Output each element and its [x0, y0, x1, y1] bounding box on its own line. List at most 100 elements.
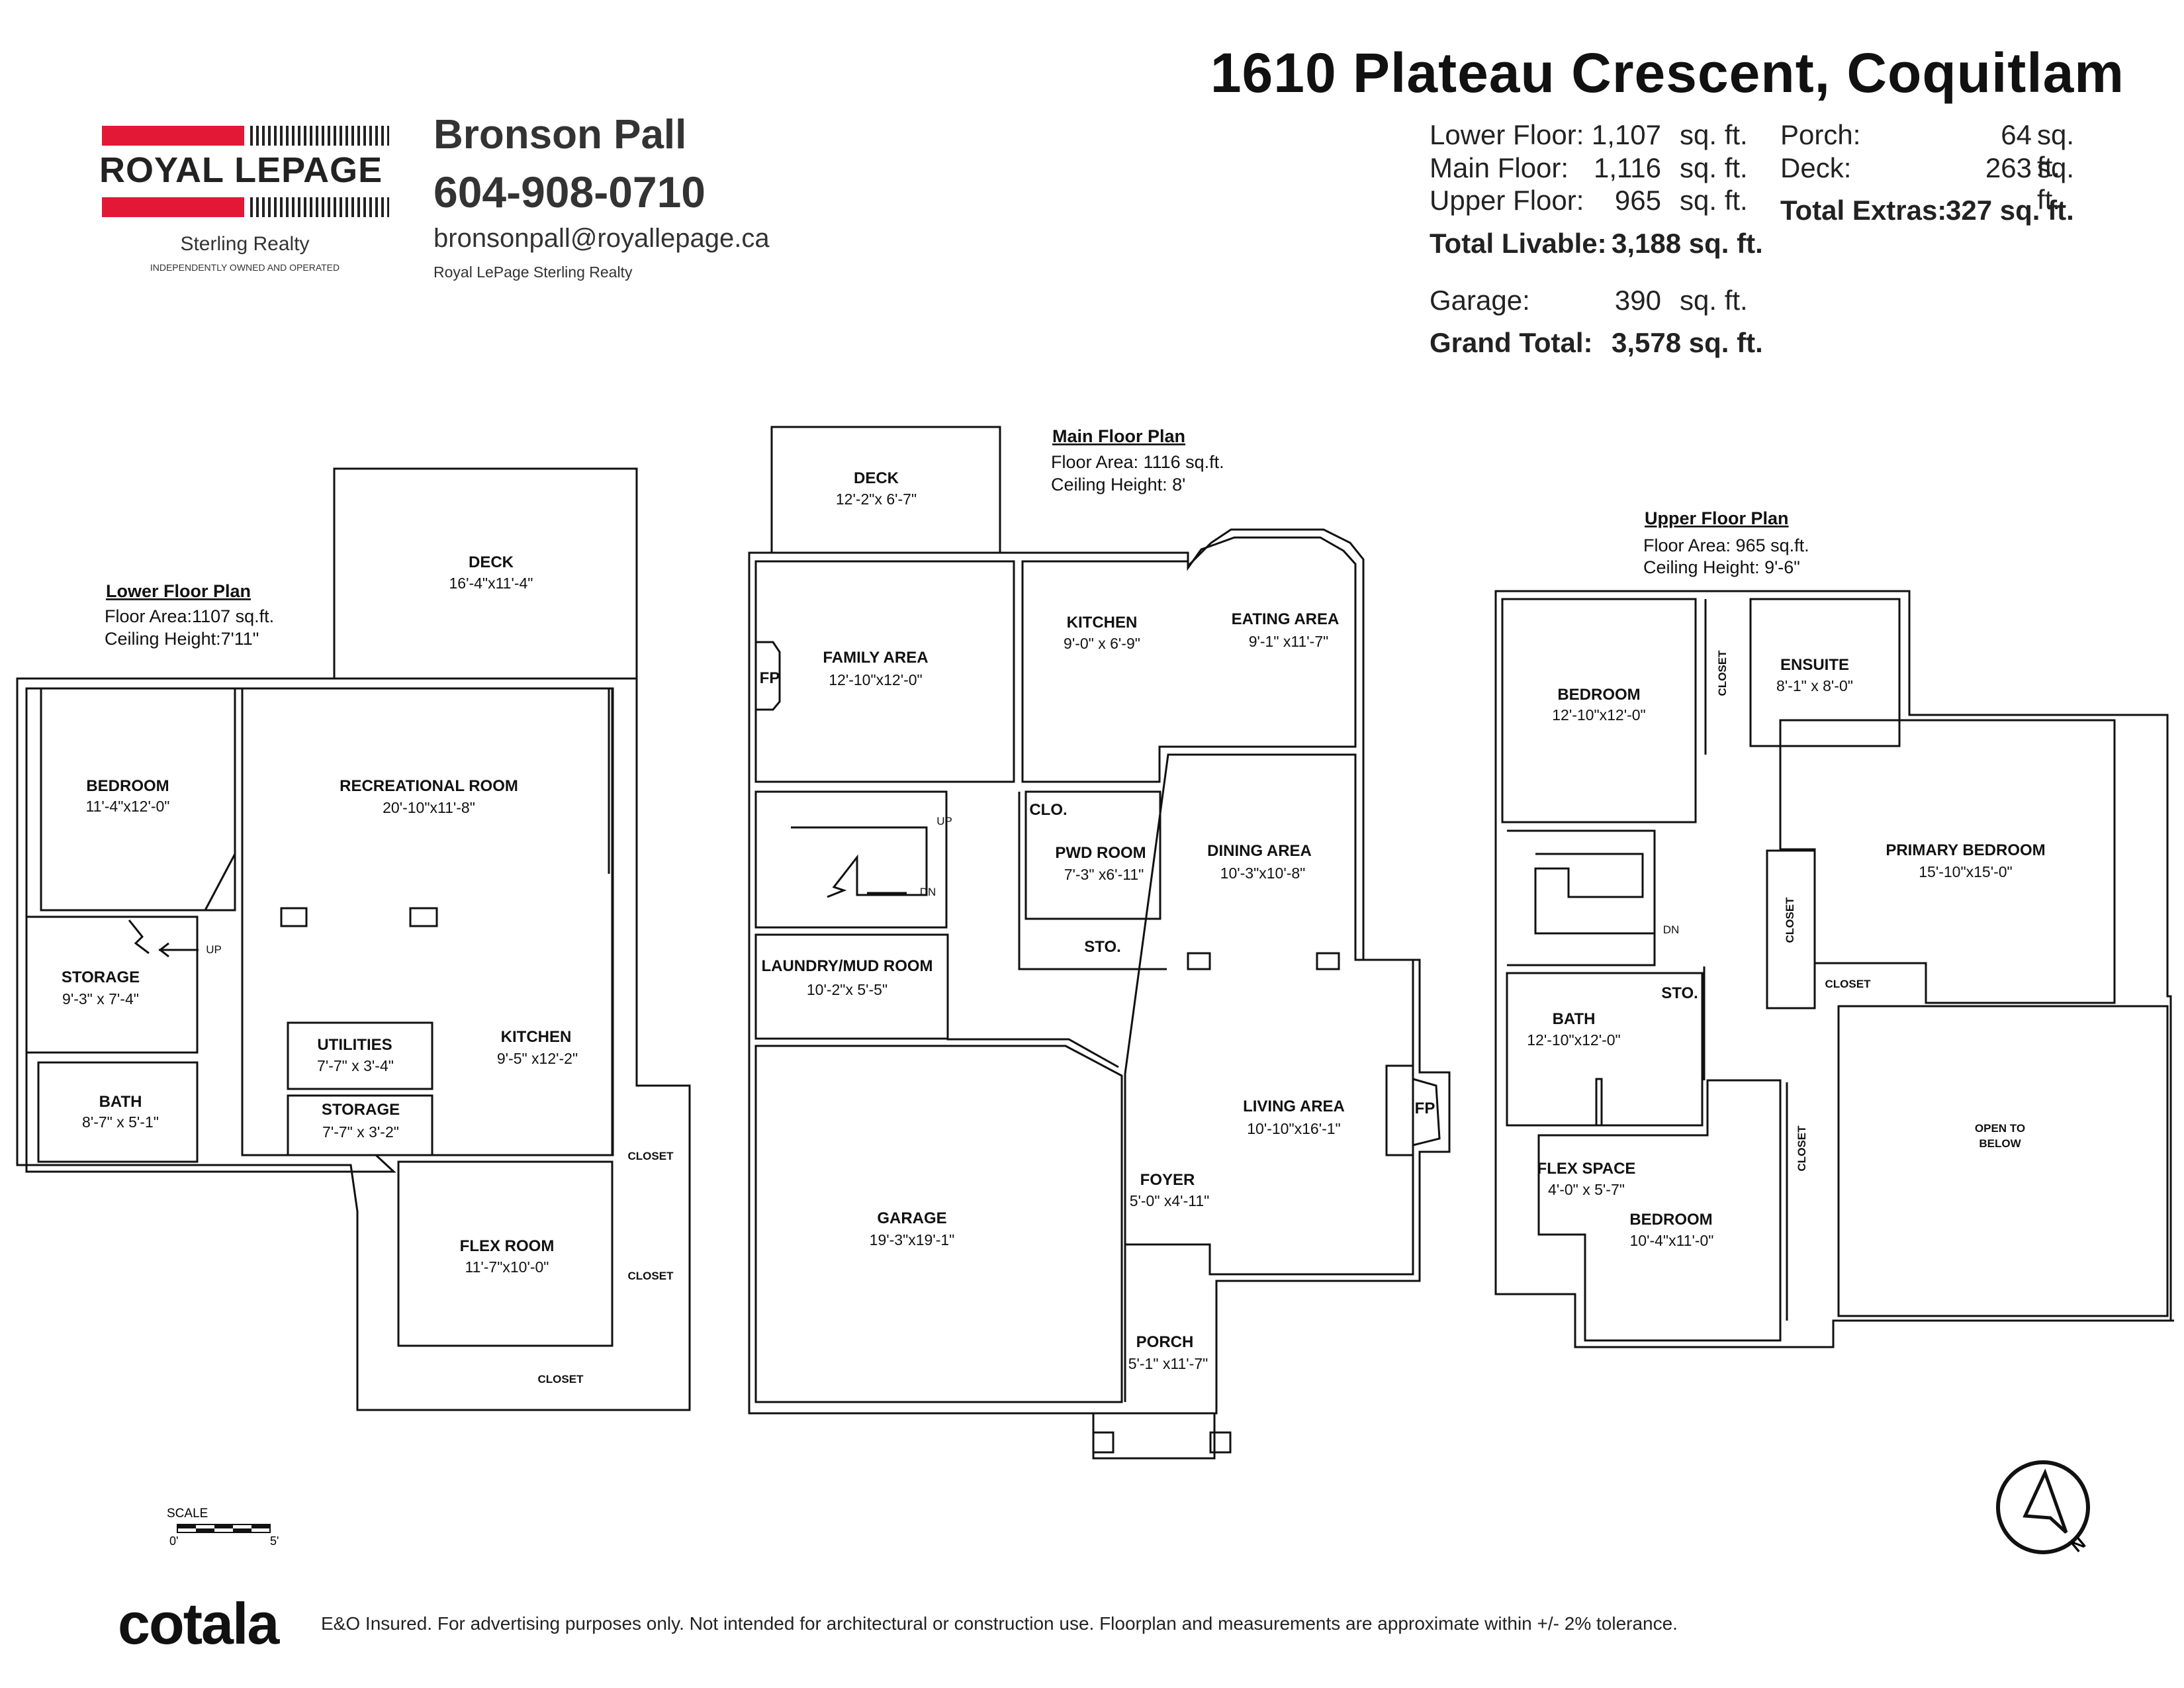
porch-label: Porch:	[1780, 119, 1861, 150]
lower-exterior-wall	[16, 677, 691, 1411]
main-family-name: FAMILY AREA	[823, 649, 928, 667]
main-floor-value: 1,116	[1594, 152, 1661, 183]
lower-kitchen-name: KITCHEN	[501, 1028, 572, 1046]
main-floor-plan	[748, 426, 1451, 1460]
agent-brokerage: Royal LePage Sterling Realty	[433, 263, 633, 281]
lower-storage2-room	[287, 1094, 433, 1156]
main-dining-dim: 10'-3"x10'-8"	[1220, 865, 1306, 882]
upper-floor-plan	[1494, 590, 2174, 1348]
main-laundry-name: LAUNDRY/MUD ROOM	[761, 957, 933, 975]
upper-floor-value: 965	[1614, 185, 1661, 216]
lower-bath-room	[37, 1061, 199, 1163]
main-up-label: UP	[936, 815, 952, 827]
main-floor-unit: sq. ft.	[1680, 152, 1748, 183]
main-deck-dim: 12'-2"x 6'-7"	[836, 491, 917, 508]
upper-sto-label: STO.	[1661, 984, 1698, 1002]
upper-floor-label: Upper Floor:	[1430, 185, 1584, 216]
lower-bath-dim: 8'-7" x 5'-1"	[82, 1113, 159, 1131]
main-sto-wall	[1018, 792, 1167, 970]
main-deck-outline	[770, 426, 1001, 554]
logo-wordmark: ROYAL LEPAGE	[99, 150, 383, 190]
lower-closet-2: CLOSET	[628, 1270, 674, 1282]
main-living-name: LIVING AREA	[1243, 1098, 1345, 1115]
main-fireplace-2	[1385, 1064, 1414, 1156]
main-dn-label: DN	[920, 886, 936, 898]
upper-stair-inner	[1534, 853, 1655, 935]
logo-office: Sterling Realty	[180, 233, 310, 255]
deck-label: Deck:	[1780, 152, 1852, 183]
scale-start: 0'	[169, 1534, 178, 1548]
main-garage	[754, 1045, 1123, 1403]
main-stair-block	[754, 790, 948, 929]
lower-stair-arrow-head	[158, 942, 169, 958]
lower-storage-dim: 9'-3" x 7'-4"	[62, 990, 139, 1008]
main-plan-title: Main Floor Plan	[1052, 426, 1185, 446]
logo-stripes-bottom	[250, 197, 389, 217]
upper-closet-v1: CLOSET	[1716, 650, 1729, 696]
lower-bedroom-room	[40, 687, 236, 912]
lower-rec-room	[241, 687, 614, 1156]
logo-red-bar-bottom	[102, 197, 244, 217]
lower-floor-label: Lower Floor:	[1430, 119, 1584, 150]
porch-unit: sq. ft.	[2037, 119, 2075, 182]
main-kitchen-eating	[1021, 536, 1357, 783]
lower-plan-area: Floor Area:1107 sq.ft.	[105, 606, 274, 626]
garage-value: 390	[1614, 285, 1661, 316]
main-dining-pad-1	[1187, 952, 1211, 970]
upper-bath-name: BATH	[1553, 1010, 1596, 1028]
main-pwd-room	[1024, 790, 1161, 920]
cotala-logo: cotala	[118, 1591, 279, 1656]
main-plan-ceiling: Ceiling Height: 8'	[1051, 475, 1185, 494]
upper-bath-dim: 12'-10"x12'-0"	[1527, 1031, 1620, 1049]
logo-red-bar-top	[102, 126, 244, 146]
lower-floor-value: 1,107	[1591, 119, 1661, 150]
upper-flex-dim: 4'-0" x 5'-7"	[1548, 1181, 1625, 1198]
agent-email[interactable]: bronsonpall@royallepage.ca	[433, 224, 770, 253]
lower-pad-1	[280, 907, 308, 927]
upper-ensuite-dim: 8'-1" x 8'-0"	[1776, 677, 1853, 694]
main-dining-name: DINING AREA	[1207, 842, 1312, 860]
upper-bedroom1-name: BEDROOM	[1557, 686, 1640, 704]
main-dining-living	[1124, 753, 1414, 1276]
main-garage-name: GARAGE	[877, 1209, 946, 1227]
main-foyer-name: FOYER	[1140, 1171, 1195, 1189]
lower-utilities-room	[287, 1021, 433, 1090]
main-plan-area: Floor Area: 1116 sq.ft.	[1051, 452, 1224, 472]
main-pwd-dim: 7'-3" x6'-11"	[1064, 866, 1144, 883]
upper-plan-ceiling: Ceiling Height: 9'-6"	[1643, 557, 1800, 577]
property-address: 1610 Plateau Crescent, Coquitlam	[1210, 42, 2124, 104]
grand-total-value: 3,578 sq. ft.	[1612, 327, 1763, 358]
disclaimer-text: E&O Insured. For advertising purposes on…	[321, 1613, 1678, 1634]
lower-bath-name: BATH	[99, 1093, 142, 1111]
lower-flex-room	[397, 1160, 614, 1347]
lower-storage2-dim: 7'-7" x 3'-2"	[322, 1123, 399, 1141]
upper-bedroom2-name: BEDROOM	[1629, 1211, 1712, 1229]
main-living-dim: 10'-10"x16'-1"	[1247, 1120, 1340, 1137]
brand-logo: ROYAL LEPAGE Sterling Realty INDEPENDENT…	[99, 123, 390, 275]
deck-value: 263	[1985, 152, 2032, 183]
main-foyer-dim: 5'-0" x4'-11"	[1130, 1192, 1210, 1209]
main-kitchen-dim: 9'-0" x 6'-9"	[1064, 635, 1140, 652]
lower-bedroom-angle	[204, 853, 236, 911]
lower-stair-mark	[128, 919, 150, 955]
main-family-dim: 12'-10"x12'-0"	[829, 671, 922, 688]
lower-rec-name: RECREATIONAL ROOM	[340, 777, 518, 795]
total-livable-label: Total Livable:	[1430, 228, 1607, 259]
main-fireplace-2-inner	[1412, 1078, 1441, 1147]
upper-primary-dim: 15'-10"x15'-0"	[1919, 863, 2012, 880]
logo-tagline: INDEPENDENTLY OWNED AND OPERATED	[150, 262, 340, 273]
upper-primary-name: PRIMARY BEDROOM	[1886, 841, 2045, 859]
compass-letter: N	[2067, 1533, 2089, 1556]
lower-deck-name: DECK	[469, 553, 514, 571]
upper-bedroom1-dim: 12'-10"x12'-0"	[1552, 706, 1645, 724]
lower-bedroom-dim: 11'-4"x12'-0"	[86, 798, 170, 815]
upper-plan-title: Upper Floor Plan	[1645, 508, 1789, 528]
main-pwd-name: PWD ROOM	[1055, 844, 1146, 862]
main-fireplace-1	[754, 641, 781, 711]
main-porch-post-1	[1092, 1431, 1115, 1454]
agent-phone[interactable]: 604-908-0710	[433, 167, 706, 216]
upper-closet-v2: CLOSET	[1784, 897, 1796, 943]
upper-plan-area: Floor Area: 965 sq.ft.	[1643, 536, 1809, 555]
upper-bath	[1506, 972, 1704, 1127]
